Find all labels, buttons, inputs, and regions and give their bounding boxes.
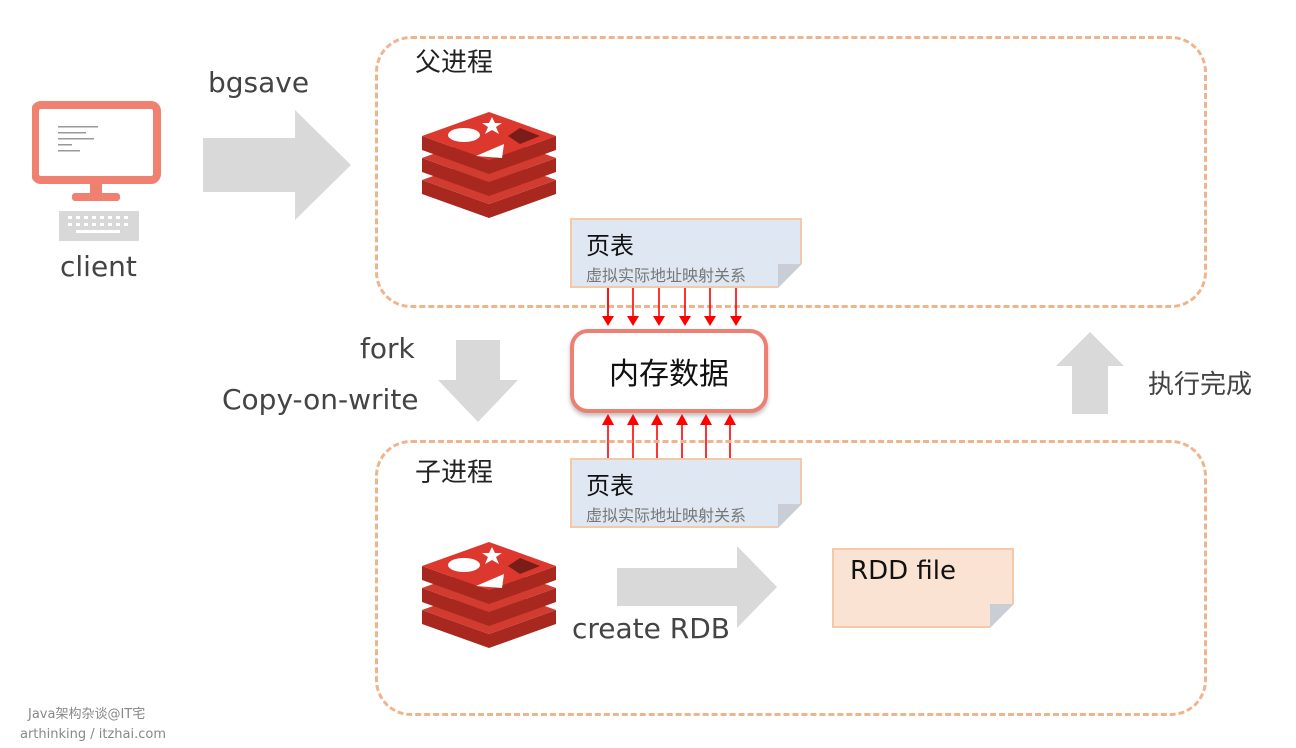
parent-process-box [375, 36, 1207, 308]
redis-logo-icon [418, 108, 560, 232]
child-page-table-note: 页表 虚拟实际地址映射关系 [570, 458, 802, 528]
child-page-table-title: 页表 [586, 472, 634, 500]
parent-memory-pointers [596, 288, 746, 332]
bgsave-label: bgsave [208, 66, 310, 99]
memory-data-box: 内存数据 [570, 329, 768, 413]
child-process-box [375, 440, 1207, 716]
memory-data-label: 内存数据 [609, 357, 729, 392]
parent-process-title: 父进程 [415, 48, 494, 78]
page-fold-icon [990, 604, 1014, 628]
done-label: 执行完成 [1148, 370, 1253, 400]
rdd-file-label: RDD file [850, 556, 956, 586]
child-page-table-subtitle: 虚拟实际地址映射关系 [586, 506, 747, 525]
rdd-file-note: RDD file [832, 548, 1014, 628]
bgsave-arrow-icon [203, 110, 351, 224]
parent-page-table-subtitle: 虚拟实际地址映射关系 [586, 266, 747, 285]
fork-label: fork [360, 332, 415, 365]
page-fold-icon [778, 504, 802, 528]
client-label: client [60, 250, 137, 283]
create-rdb-arrow-icon [617, 546, 777, 632]
parent-page-table-title: 页表 [586, 232, 634, 260]
child-process-title: 子进程 [415, 458, 494, 488]
create-rdb-label: create RDB [572, 612, 731, 645]
client-computer-icon [31, 100, 162, 245]
redis-logo-icon [418, 538, 560, 662]
parent-page-table-note: 页表 虚拟实际地址映射关系 [570, 218, 802, 288]
watermark-line1: Java架构杂谈@IT宅 [28, 707, 146, 722]
watermark-line2: arthinking / itzhai.com [20, 727, 167, 742]
fork-arrow-icon [438, 340, 518, 426]
done-arrow-icon [1056, 332, 1124, 418]
copy-on-write-label: Copy-on-write [222, 383, 419, 416]
page-fold-icon [778, 264, 802, 288]
